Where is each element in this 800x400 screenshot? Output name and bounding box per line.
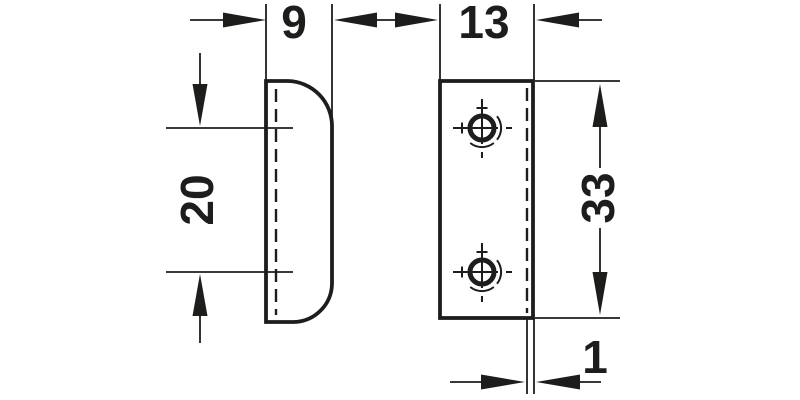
dimension-thickness: 1 [450, 318, 608, 394]
drill-hole-icon [453, 99, 512, 158]
arrowhead-right-icon [223, 12, 266, 28]
dimension-height: 33 [535, 80, 624, 319]
dimension-label-20: 20 [171, 174, 223, 225]
drill-hole-icon [453, 243, 512, 302]
arrowhead-left-icon [536, 12, 579, 28]
front-view [438, 79, 535, 320]
dimension-label-33: 33 [572, 172, 624, 223]
arrowhead-up-icon [592, 84, 608, 127]
arrowhead-down-icon [592, 272, 608, 315]
arrowhead-up-icon [192, 274, 208, 316]
side-view [264, 79, 334, 324]
arrowhead-left-icon [334, 12, 377, 28]
arrowhead-down-icon [192, 84, 208, 126]
dimension-side-width: 9 [190, 0, 333, 125]
front-view-outline [438, 79, 535, 320]
dimension-label-1: 1 [582, 331, 608, 383]
arrowhead-right-icon [481, 374, 525, 390]
arrowhead-right-icon [395, 12, 438, 28]
dimension-label-9: 9 [281, 0, 307, 48]
dimension-label-13: 13 [458, 0, 509, 48]
dimension-front-width: 13 [439, 0, 602, 80]
dimension-hole-spacing: 20 [166, 53, 293, 343]
arrowhead-left-icon [536, 374, 580, 390]
side-view-outline [264, 79, 334, 324]
outside-arrow-pair [334, 12, 438, 28]
